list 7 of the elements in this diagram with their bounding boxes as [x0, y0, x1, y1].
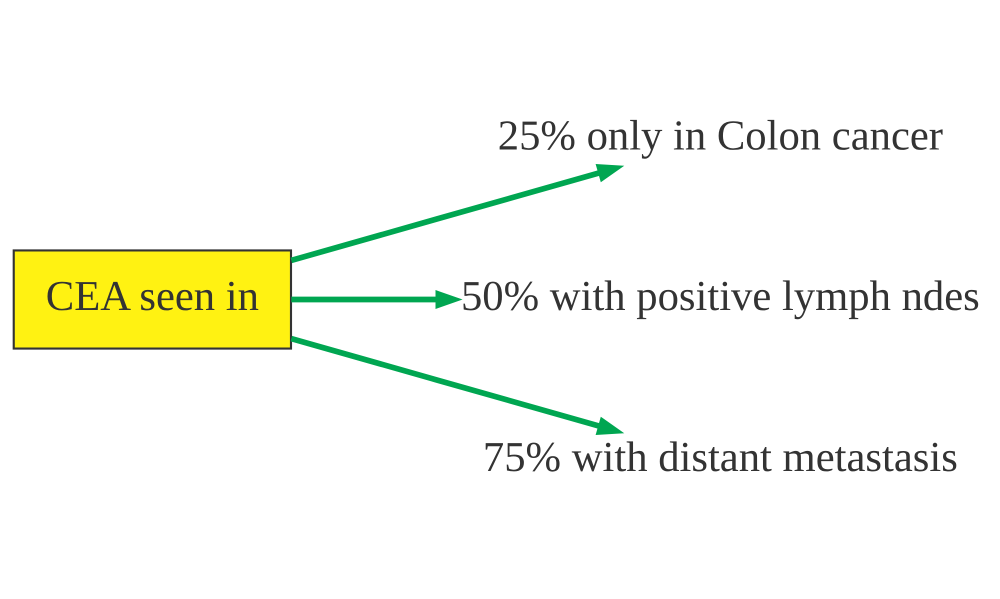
- arrow: [291, 290, 463, 309]
- node-text: 50% with positive lymph ndes: [460, 273, 980, 320]
- node-text: 75% with distant metastasis: [482, 434, 958, 481]
- arrow: [290, 164, 624, 264]
- node-text: 25% only in Colon cancer: [498, 112, 944, 160]
- node-box: CEA seen in: [12, 249, 292, 350]
- arrow: [290, 336, 624, 435]
